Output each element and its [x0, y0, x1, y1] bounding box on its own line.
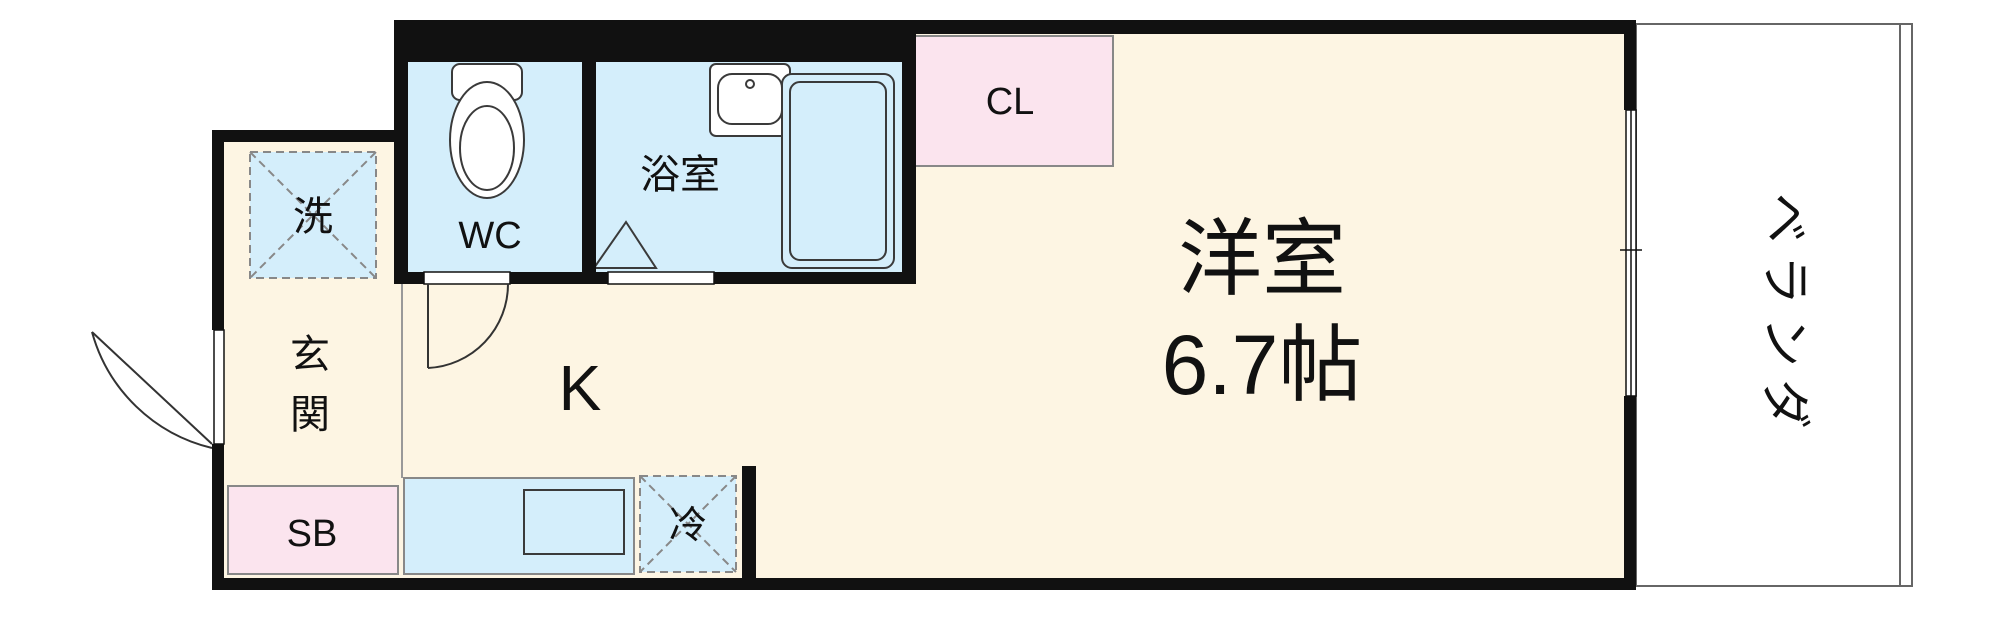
balcony-label-2: ラ — [1757, 255, 1813, 305]
entrance: 玄 関 — [290, 282, 403, 478]
entrance-label-1: 玄 — [290, 333, 330, 377]
kitchen-label: K — [559, 352, 602, 424]
toilet-room: WC — [408, 62, 582, 274]
shoe-box-label: SB — [287, 513, 338, 555]
closet-label: CL — [986, 81, 1035, 123]
balcony-label-1: ベ — [1757, 193, 1813, 243]
walls — [212, 20, 1636, 590]
fridge-label: 冷 — [669, 505, 707, 547]
bathroom-label: 浴室 — [640, 153, 720, 197]
fridge-space: 冷 — [639, 475, 737, 573]
kitchen: K — [403, 352, 635, 575]
balcony-label-3: ン — [1757, 317, 1813, 367]
openings — [213, 109, 1642, 445]
closet: CL — [912, 35, 1114, 167]
kitchen-sink-icon — [523, 489, 625, 555]
sink-icon — [709, 63, 791, 137]
toilet-label: WC — [458, 215, 521, 257]
shoe-box: SB — [227, 485, 399, 575]
western-room-size: 6.7帖 — [1162, 318, 1363, 412]
balcony-label-4: ダ — [1757, 379, 1813, 429]
toilet-icon — [449, 63, 525, 199]
entrance-label-2: 関 — [290, 393, 330, 437]
bathtub-icon — [781, 73, 895, 269]
washer-label: 洗 — [293, 195, 333, 239]
door-swings — [91, 283, 510, 449]
balcony: ベ ラ ン ダ — [1635, 23, 1913, 587]
bathroom: 浴室 — [592, 62, 902, 274]
door-threshold-icon — [592, 220, 658, 269]
western-room-name: 洋室 — [1178, 212, 1346, 306]
western-room: 洋室 6.7帖 — [1162, 212, 1363, 412]
washer-space: 洗 — [249, 151, 377, 279]
